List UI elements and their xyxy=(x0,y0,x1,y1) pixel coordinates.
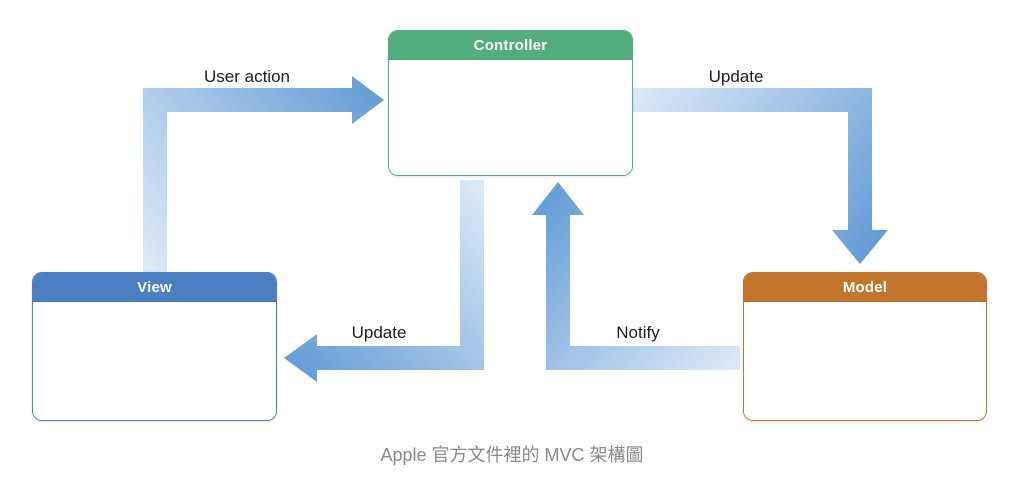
model-box-header: Model xyxy=(744,273,986,302)
arrow-user-action xyxy=(143,76,384,272)
user-action-arrow-label: User action xyxy=(204,67,290,86)
notify-arrow-label: Notify xyxy=(616,323,660,342)
arrow-update-model xyxy=(633,88,888,264)
view-box-label: View xyxy=(137,278,172,296)
controller-box-label: Controller xyxy=(473,36,548,54)
controller-box-body xyxy=(389,60,632,175)
view-box-header: View xyxy=(33,273,276,302)
model-box-body xyxy=(744,302,986,420)
view-box: View xyxy=(32,272,277,421)
model-box: Model xyxy=(743,272,987,421)
view-box-body xyxy=(33,302,276,420)
controller-box-header: Controller xyxy=(389,31,632,60)
update-view-arrow-label: Update xyxy=(351,323,407,342)
update-model-arrow-label: Update xyxy=(708,67,764,86)
diagram-caption: Apple 官方文件裡的 MVC 架構圖 xyxy=(380,445,644,465)
model-box-label: Model xyxy=(842,278,888,296)
arrow-update-view xyxy=(284,180,484,382)
controller-box: Controller xyxy=(388,30,633,176)
